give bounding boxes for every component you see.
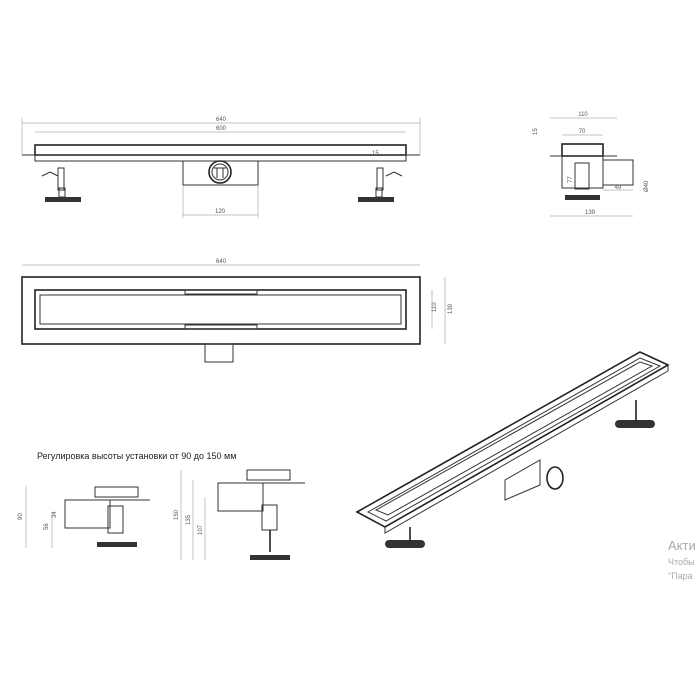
adjustable-foot-left bbox=[41, 167, 81, 202]
dim-side: 15 bbox=[372, 151, 379, 157]
isometric-view bbox=[355, 351, 670, 548]
side-view: 110 70 15 Ø40 49 77 139 bbox=[533, 112, 650, 217]
dim-outlet-diameter: Ø40 bbox=[644, 180, 650, 192]
dim-max-mid: 135 bbox=[186, 514, 192, 525]
plan-view: 640 110 139 bbox=[21, 259, 454, 363]
channel-body bbox=[34, 144, 407, 156]
dim-grate-height: 15 bbox=[533, 128, 539, 135]
watermark-title: Акти bbox=[668, 538, 696, 553]
dim-max-total: 150 bbox=[174, 509, 180, 520]
side-outlet bbox=[602, 159, 634, 186]
dim-inner-width: 70 bbox=[579, 129, 586, 135]
adjustable-foot-right bbox=[358, 167, 403, 202]
activation-watermark: Акти Чтобы "Пара bbox=[668, 538, 696, 581]
height-adjust-caption: Регулировка высоты установки от 90 до 15… bbox=[37, 451, 237, 461]
dim-top-width: 110 bbox=[578, 112, 588, 118]
dim-min-total: 90 bbox=[18, 513, 24, 520]
dim-inner-length: 600 bbox=[216, 126, 227, 132]
dim-outlet-width: 120 bbox=[215, 209, 226, 215]
dim-plan-length: 640 bbox=[216, 259, 227, 265]
plan-outline bbox=[21, 276, 421, 345]
dim-min-outlet-axis: 34 bbox=[52, 511, 58, 518]
dim-plan-inner-width: 110 bbox=[432, 302, 438, 312]
outlet-pipe bbox=[208, 160, 232, 184]
outlet-box bbox=[182, 160, 259, 186]
front-view: 640 600 120 15 bbox=[21, 117, 421, 218]
height-max-view: 150 135 107 bbox=[174, 469, 305, 560]
plan-outlet bbox=[204, 343, 234, 363]
dim-base-width: 139 bbox=[585, 210, 596, 216]
dim-min-outlet: 56 bbox=[44, 523, 50, 530]
height-min-view: 90 56 34 bbox=[18, 486, 150, 548]
watermark-line1: Чтобы bbox=[668, 557, 695, 567]
watermark-line2: "Пара bbox=[668, 571, 693, 581]
dim-total-length: 640 bbox=[216, 117, 227, 123]
dim-body-height: 77 bbox=[568, 176, 574, 183]
dim-max-outlet: 107 bbox=[198, 524, 204, 535]
dim-plan-width: 139 bbox=[448, 303, 454, 314]
dim-outlet-length: 49 bbox=[615, 185, 622, 191]
